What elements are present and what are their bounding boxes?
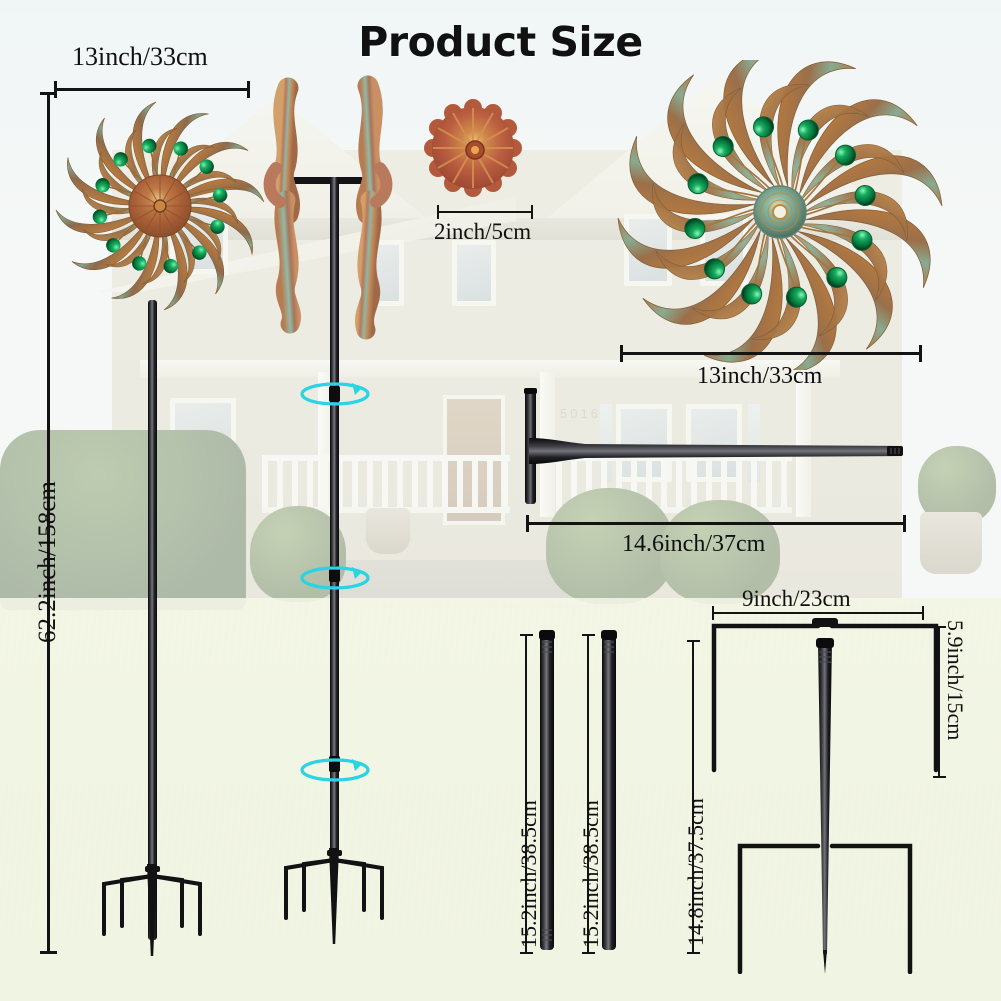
ground-stake (700, 614, 950, 975)
dim-cap-left (620, 345, 623, 362)
dim-line (47, 92, 50, 954)
page-title: Product Size (358, 18, 643, 66)
dim-label-center-flower-width: 2inch/5cm (434, 219, 532, 244)
dim-line (54, 88, 250, 91)
dim-cap-bottom (520, 952, 533, 954)
dim-line (587, 634, 589, 954)
dim-cap-left (712, 606, 714, 620)
dim-cap-top (933, 626, 946, 628)
center-flower (418, 98, 528, 198)
dim-label-rear-rotor-width: 13inch/33cm (697, 363, 823, 389)
dim-cap-left (54, 81, 57, 98)
dim-cap-bottom (687, 952, 700, 954)
dim-label-stake-width: 9inch/23cm (742, 586, 851, 611)
dim-cap-top (520, 634, 533, 636)
crossbar (505, 380, 925, 510)
dim-line (712, 612, 924, 614)
dim-cap-top (687, 640, 700, 642)
dim-label-crossbar-length: 14.6inch/37cm (622, 531, 766, 557)
dim-label-pole-segment-3: 14.8inch/37.5cm (683, 798, 708, 946)
dim-cap-right (247, 81, 250, 98)
dim-cap-right (531, 205, 533, 219)
pole-a (532, 626, 562, 956)
dim-line (938, 626, 940, 778)
dim-line (526, 522, 906, 525)
dim-cap-bottom (40, 951, 57, 954)
side-profile-spinner (250, 0, 430, 1001)
photo-wash-overlay-bottom (0, 598, 1001, 1001)
dim-label-stake-height: 5.9inch/15cm (943, 620, 968, 741)
dim-cap-bottom (933, 776, 946, 778)
assembled-spinner (0, 0, 300, 1001)
dim-line (437, 211, 533, 213)
dim-label-front-rotor-width: 13inch/33cm (72, 42, 208, 71)
dim-line (620, 352, 922, 355)
dim-cap-right (903, 515, 906, 532)
dim-line (692, 640, 694, 954)
dim-label-pole-segment-1: 15.2inch/38.5cm (516, 800, 541, 948)
dim-cap-left (437, 205, 439, 219)
dim-cap-right (919, 345, 922, 362)
dim-cap-right (922, 606, 924, 620)
dim-cap-top (40, 92, 57, 95)
dim-cap-top (582, 634, 595, 636)
dim-label-pole-segment-2: 15.2inch/38.5cm (578, 800, 603, 948)
dim-line (525, 634, 527, 954)
pole-b (594, 626, 624, 956)
dim-cap-bottom (582, 952, 595, 954)
dim-label-total-height: 62.2inch/158cm (34, 481, 61, 643)
rear-rotor (610, 49, 950, 375)
dim-cap-left (526, 515, 529, 532)
